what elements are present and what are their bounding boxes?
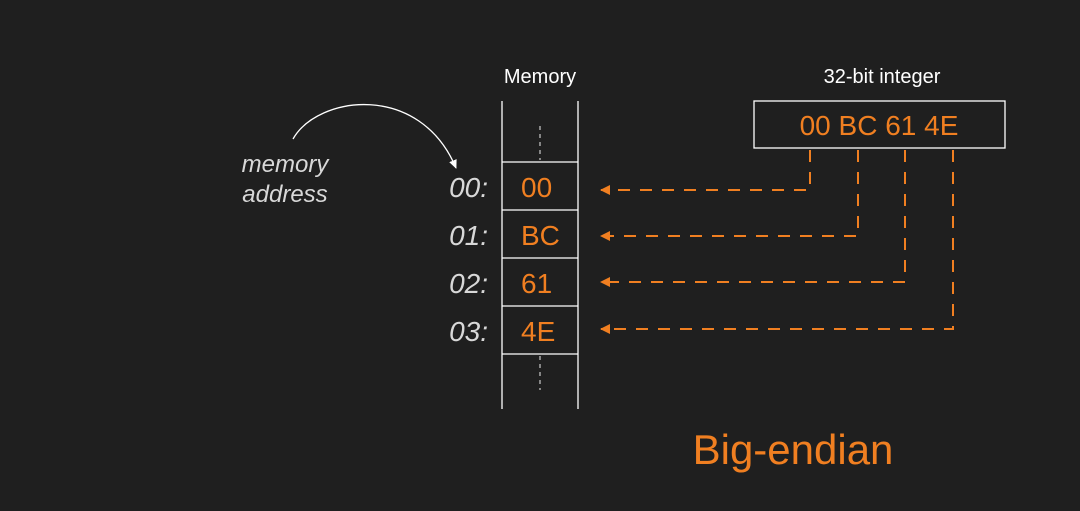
- memory-address-annotation: memory address: [242, 104, 457, 208]
- memory-cell-value-3: 4E: [521, 316, 555, 347]
- memory-address-2: 02:: [449, 268, 488, 299]
- annotation-line-2: address: [242, 181, 327, 208]
- byte-wire-0: [600, 150, 811, 195]
- big-endian-title: Big-endian: [693, 426, 894, 473]
- memory-cell-value-0: 00: [521, 172, 552, 203]
- memory-cell-value-2: 61: [521, 268, 552, 299]
- integer-box-frame: [753, 100, 1006, 149]
- memory-address-1: 01:: [449, 220, 488, 251]
- annotation-line-1: memory: [242, 151, 331, 178]
- memory-cell-value-1: BC: [521, 220, 560, 251]
- integer-box: 00 BC 61 4E: [753, 100, 1006, 149]
- memory-address-3: 03:: [449, 316, 488, 347]
- memory-header: Memory: [504, 66, 576, 88]
- memory-address-0: 00:: [449, 172, 488, 203]
- byte-wire-1: [600, 150, 859, 241]
- integer-header: 32-bit integer: [824, 66, 941, 88]
- byte-wire-3: [600, 150, 954, 334]
- memory-column: 00: 01: 02: 03: 00 BC 61 4E: [449, 101, 579, 409]
- byte-wire-2: [600, 150, 906, 287]
- byte-mapping-wires: [600, 150, 954, 334]
- curved-arrow: [292, 104, 457, 169]
- integer-value: 00 BC 61 4E: [800, 110, 959, 141]
